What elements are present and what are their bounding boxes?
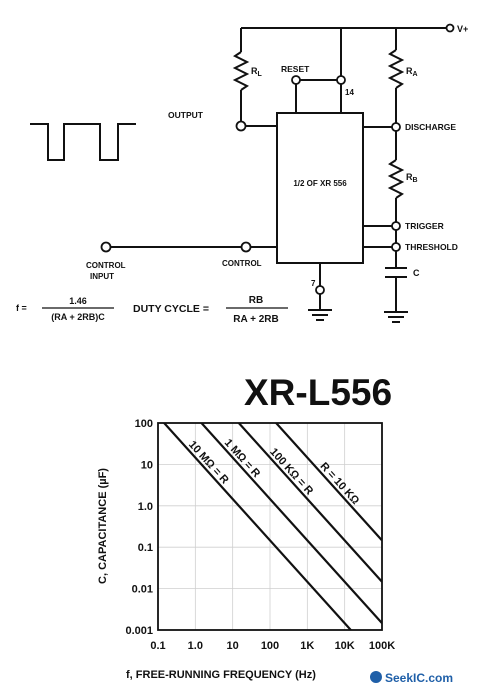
trigger-label: TRIGGER (405, 221, 444, 231)
trigger-node (391, 221, 401, 231)
control-label: CONTROL (222, 259, 262, 268)
pin7-label: 7 (311, 279, 316, 288)
x-tick-label: 0.1 (150, 640, 165, 652)
x-tick-label: 1.0 (188, 640, 203, 652)
pin7-node (315, 285, 325, 295)
output-label: OUTPUT (168, 110, 204, 120)
y-tick-labels: 100 10 1.0 0.1 0.01 0.001 (125, 418, 153, 637)
duty-cycle-lhs: DUTY CYCLE = (133, 303, 209, 315)
rl-resistor (232, 51, 250, 91)
x-tick-labels: 0.1 1.0 10 100 1K 10K 100K (150, 640, 395, 652)
frequency-formula-lhs: f = (16, 303, 27, 313)
series-line (274, 423, 382, 542)
threshold-label: THRESHOLD (405, 242, 458, 252)
series-label: 100 KΩ = R (267, 446, 315, 497)
vplus-terminal (445, 23, 455, 33)
duty-cycle-numerator: RB (249, 295, 263, 306)
series-label: R = 10 KΩ (318, 460, 362, 507)
watermark-text: SeekIC.com (385, 671, 453, 685)
reset-label: RESET (281, 64, 310, 74)
plot-frame (157, 422, 383, 631)
threshold-node (391, 242, 401, 252)
control-input-label-1: CONTROL (86, 261, 126, 270)
y-axis-label: C, CAPACITANCE (µF) (97, 468, 109, 584)
x-tick-label: 100K (369, 640, 395, 652)
frequency-formula-numerator: 1.46 (69, 296, 87, 306)
ic-body (276, 112, 364, 264)
rl-label: RL (251, 66, 263, 78)
y-tick-label: 0.01 (132, 584, 153, 596)
y-tick-label: 10 (141, 459, 153, 471)
output-node (235, 120, 247, 132)
y-tick-label: 0.1 (138, 542, 153, 554)
x-tick-label: 10K (335, 640, 355, 652)
reset-node (291, 75, 301, 85)
ra-label: RA (406, 66, 418, 78)
y-tick-label: 0.001 (125, 625, 153, 637)
frequency-formula-denominator: (RA + 2RB)C (51, 312, 105, 322)
discharge-node (391, 122, 401, 132)
ic-label: 1/2 OF XR 556 (293, 179, 347, 188)
rb-resistor (387, 159, 405, 199)
series-line (162, 423, 353, 630)
control-node (240, 241, 252, 253)
output-waveform (30, 123, 136, 161)
watermark-logo-icon (370, 671, 382, 683)
series-line (237, 423, 382, 583)
y-tick-label: 100 (135, 418, 153, 430)
discharge-label: DISCHARGE (405, 122, 456, 132)
y-tick-label: 1.0 (138, 501, 153, 513)
series-line (199, 423, 382, 624)
x-tick-label: 10 (227, 640, 239, 652)
x-tick-label: 1K (300, 640, 314, 652)
control-input-node (100, 241, 112, 253)
x-axis-label: f, FREE-RUNNING FREQUENCY (Hz) (126, 669, 316, 681)
ra-resistor (387, 49, 405, 89)
duty-cycle-denominator: RA + 2RB (233, 314, 278, 325)
rb-label: RB (406, 172, 418, 184)
chip-title: XR-L556 (244, 372, 392, 413)
pin14-label: 14 (345, 88, 354, 97)
formulas: f = 1.46 (RA + 2RB)C DUTY CYCLE = RB RA … (16, 295, 288, 325)
vplus-label: V+ (457, 24, 468, 34)
watermark: SeekIC.com (366, 667, 480, 687)
ground-symbol-cap (384, 311, 408, 323)
cap-label: C (413, 268, 420, 278)
x-tick-label: 100 (261, 640, 279, 652)
schematic: V+ RL OUTPUT RESET 14 1/2 OF XR 556 RA R… (30, 23, 468, 323)
pin14-node (336, 75, 346, 85)
control-input-label-2: INPUT (90, 272, 114, 281)
ground-symbol-pin7 (308, 309, 332, 321)
